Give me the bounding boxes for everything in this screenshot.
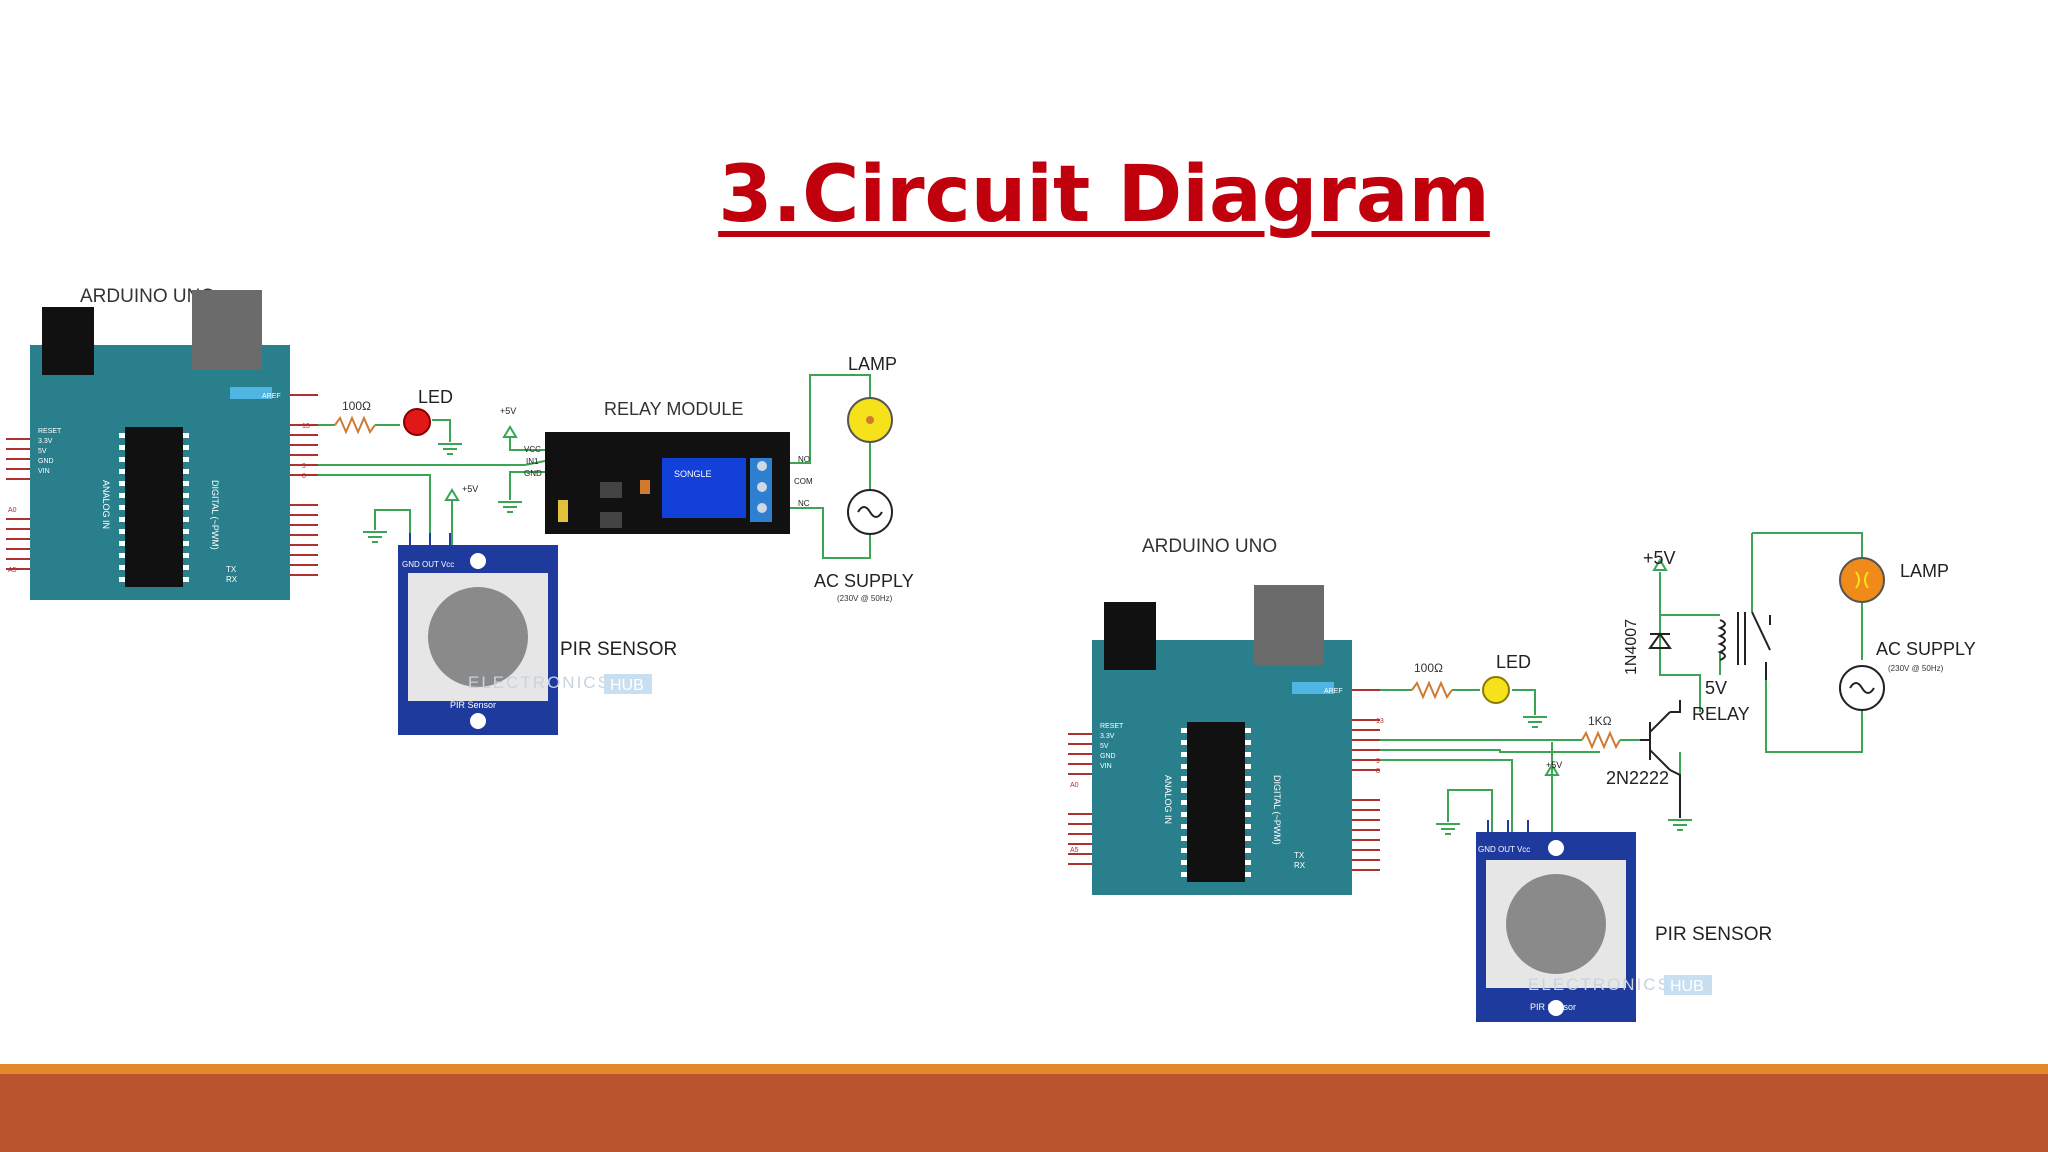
right-rx: RX — [1294, 861, 1306, 870]
right-transistor — [1640, 700, 1681, 818]
right-resistor — [1411, 680, 1453, 700]
right-analog-in: ANALOG IN — [1163, 775, 1173, 824]
left-pir-v5-label: +5V — [462, 484, 478, 494]
right-relay-label-1: 5V — [1705, 678, 1727, 698]
left-pir-caption: PIR Sensor — [450, 700, 496, 710]
left-pin-5v: 5V — [38, 448, 47, 455]
right-arduino-board: RESET 3.3V 5V GND VIN ANALOG IN DIGITAL … — [1067, 584, 1384, 896]
right-diode-label: 1N4007 — [1623, 619, 1640, 675]
left-pin-13: 13 — [302, 423, 310, 430]
right-led — [1482, 676, 1510, 704]
right-pin-a0: A0 — [1070, 782, 1079, 789]
left-pir-label: PIR SENSOR — [560, 639, 677, 660]
left-analog-in: ANALOG IN — [101, 480, 111, 529]
left-pin-a5: A5 — [8, 567, 17, 574]
left-pin-9: 9 — [302, 463, 306, 470]
left-pin-8: 8 — [302, 473, 306, 480]
left-pin-gnd: GND — [38, 458, 54, 465]
right-aref: AREF — [1324, 688, 1343, 695]
left-aref: AREF — [262, 393, 281, 400]
right-relay-label-2: RELAY — [1692, 704, 1750, 724]
right-resistor-1k — [1581, 730, 1621, 750]
left-v5-label: +5V — [500, 406, 516, 416]
left-ac-label: AC SUPPLY — [814, 571, 914, 591]
right-led-label: LED — [1496, 652, 1531, 672]
left-led — [403, 408, 431, 436]
left-lamp-label: LAMP — [848, 354, 897, 374]
left-ac-sub: (230V @ 50Hz) — [837, 594, 893, 603]
right-diode — [1648, 632, 1672, 649]
right-watermark: ELECTRONICS — [1528, 975, 1671, 994]
right-pin-gnd: GND — [1100, 753, 1116, 760]
right-tx: TX — [1294, 851, 1305, 860]
left-arduino-board: RESET 3.3V 5V GND VIN ANALOG IN DIGITAL … — [5, 289, 319, 601]
left-rx: RX — [226, 575, 238, 584]
slide-title: 3.Circuit Diagram — [718, 150, 1490, 240]
left-arduino-label: ARDUINO UNO — [80, 286, 215, 307]
right-v5-top: +5V — [1643, 548, 1676, 568]
right-transistor-label: 2N2222 — [1606, 768, 1669, 788]
left-relay-pin-gnd: GND — [524, 469, 542, 478]
left-led-label: LED — [418, 387, 453, 407]
right-pin-vin: VIN — [1100, 763, 1112, 770]
left-resistor — [334, 415, 376, 435]
right-watermark-tag: HUB — [1670, 978, 1704, 995]
right-pin-a5: A5 — [1070, 847, 1079, 854]
circuit-diagrams: ARDUINO UNO RESET 3.3V 5V GND VIN ANALOG… — [5, 286, 1976, 1023]
right-pin-13: 13 — [1376, 718, 1384, 725]
footer-band — [0, 1074, 2048, 1152]
left-pin-reset: RESET — [38, 428, 62, 435]
right-pin-9: 9 — [1376, 758, 1380, 765]
left-relay-pin-vcc: VCC — [524, 445, 541, 454]
right-pir-label: PIR SENSOR — [1655, 924, 1772, 945]
right-ac-sub: (230V @ 50Hz) — [1888, 664, 1944, 673]
right-resistor-label: 100Ω — [1414, 661, 1443, 675]
left-watermark-tag: HUB — [610, 677, 644, 694]
right-pir-pins: GND OUT Vcc — [1478, 845, 1530, 854]
left-pin-3v3: 3.3V — [38, 438, 53, 445]
left-pin-vin: VIN — [38, 468, 50, 475]
left-resistor-label: 100Ω — [342, 399, 371, 413]
left-relay-out-com: COM — [794, 477, 813, 486]
right-r2-label: 1KΩ — [1588, 714, 1612, 728]
left-relay-chip: SONGLE — [674, 469, 712, 479]
right-pir-v5: +5V — [1546, 760, 1562, 770]
left-pin-a0: A0 — [8, 507, 17, 514]
left-pir-pins: GND OUT Vcc — [402, 560, 454, 569]
left-relay-label: RELAY MODULE — [604, 399, 743, 419]
right-pin-reset: RESET — [1100, 723, 1124, 730]
left-tx: TX — [226, 565, 237, 574]
right-circuit: ARDUINO UNO RESET 3.3V 5V GND VIN ANALOG… — [1067, 532, 1976, 1023]
left-relay-out-nc: NC — [798, 499, 810, 508]
left-relay-out-no: NO — [798, 455, 810, 464]
right-pin-5v: 5V — [1100, 743, 1109, 750]
left-watermark: ELECTRONICS — [468, 673, 611, 692]
right-ac-label: AC SUPPLY — [1876, 639, 1976, 659]
right-digital-pwm: DIGITAL (~PWM) — [1272, 775, 1282, 845]
left-relay-pin-in1: IN1 — [526, 457, 539, 466]
right-pin-3v3: 3.3V — [1100, 733, 1115, 740]
left-circuit: ARDUINO UNO RESET 3.3V 5V GND VIN ANALOG… — [5, 286, 914, 736]
right-lamp — [1839, 557, 1885, 603]
right-pin-8: 8 — [1376, 768, 1380, 775]
left-relay-module — [545, 432, 790, 534]
left-digital-pwm: DIGITAL (~PWM) — [210, 480, 220, 550]
right-lamp-label: LAMP — [1900, 561, 1949, 581]
right-relay — [1717, 611, 1771, 680]
footer-accent-line — [0, 1064, 2048, 1074]
right-pir-caption: PIR Sensor — [1530, 1002, 1576, 1012]
right-arduino-label: ARDUINO UNO — [1142, 536, 1277, 557]
